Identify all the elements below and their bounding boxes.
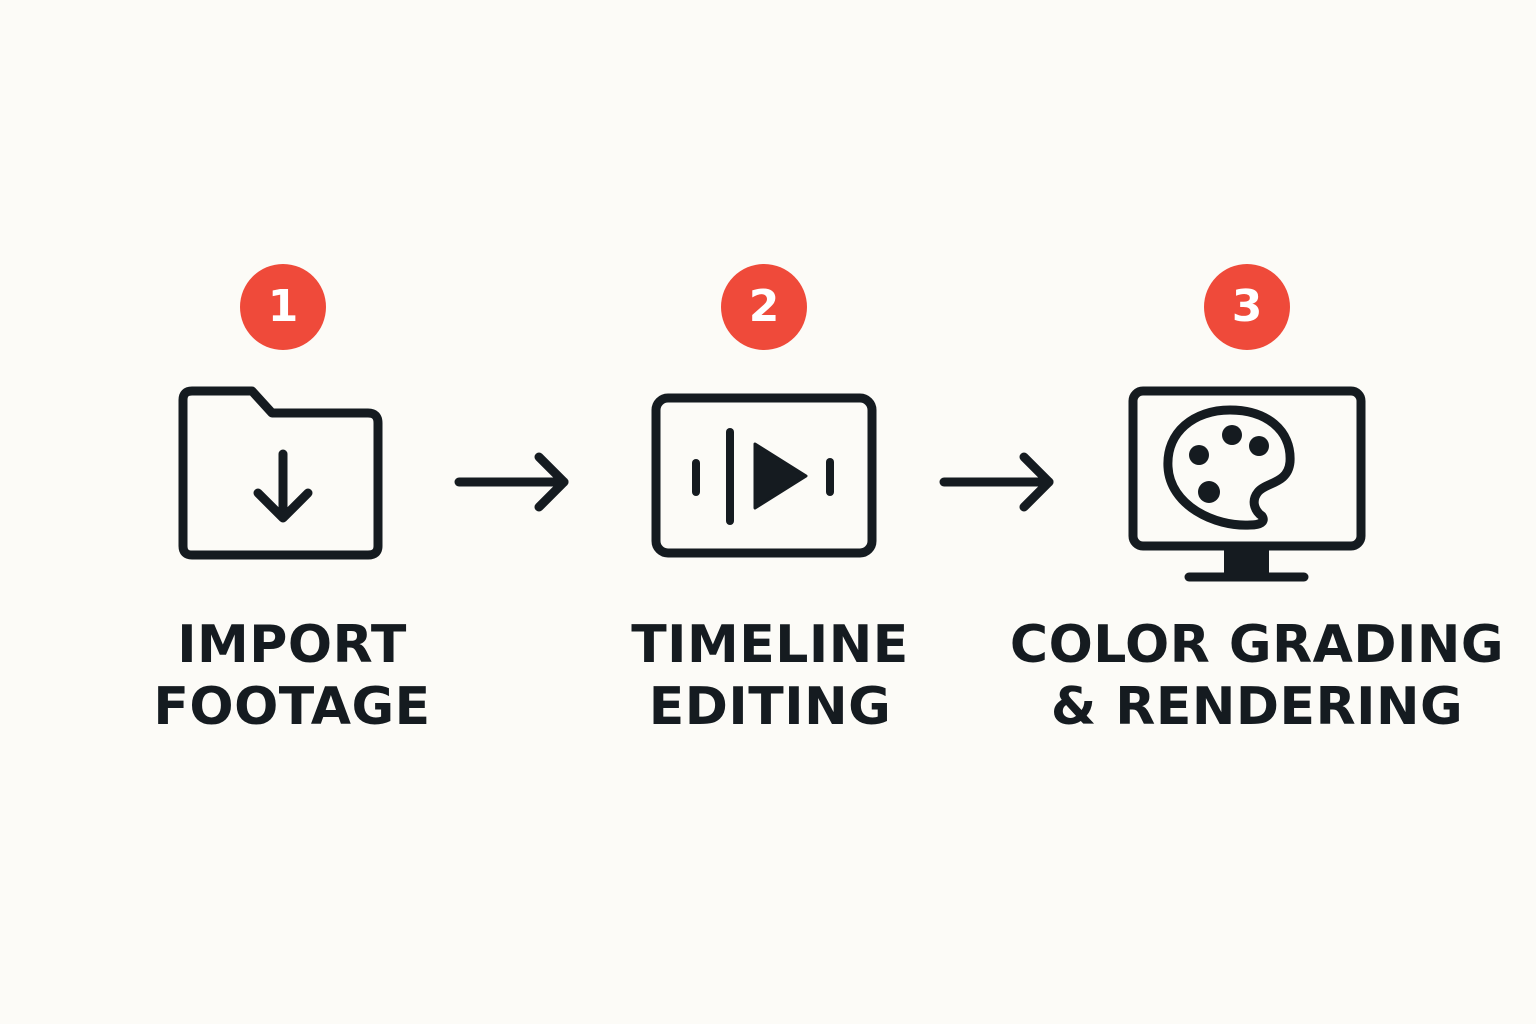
step-2-badge: 2 [721, 264, 807, 350]
arrow-right-icon [454, 452, 569, 512]
step-2-label-line2: EDITING [648, 677, 892, 737]
folder-download-icon [178, 386, 383, 560]
video-timeline-play-icon [651, 393, 877, 558]
step-1-label: IMPORT FOOTAGE [32, 614, 552, 738]
arrow-right-icon [939, 452, 1054, 512]
step-3-label-line1: COLOR GRADING [1009, 615, 1505, 675]
step-1-badge: 1 [240, 264, 326, 350]
step-2-label: TIMELINE EDITING [510, 614, 1030, 738]
step-1-label-line2: FOOTAGE [153, 677, 431, 737]
step-2-label-line1: TIMELINE [631, 615, 909, 675]
step-3-label-line2: & RENDERING [1050, 677, 1464, 737]
monitor-palette-icon [1128, 386, 1366, 582]
step-1-label-line1: IMPORT [177, 615, 407, 675]
step-3-badge: 3 [1204, 264, 1290, 350]
step-3-label: COLOR GRADING & RENDERING [997, 614, 1517, 738]
